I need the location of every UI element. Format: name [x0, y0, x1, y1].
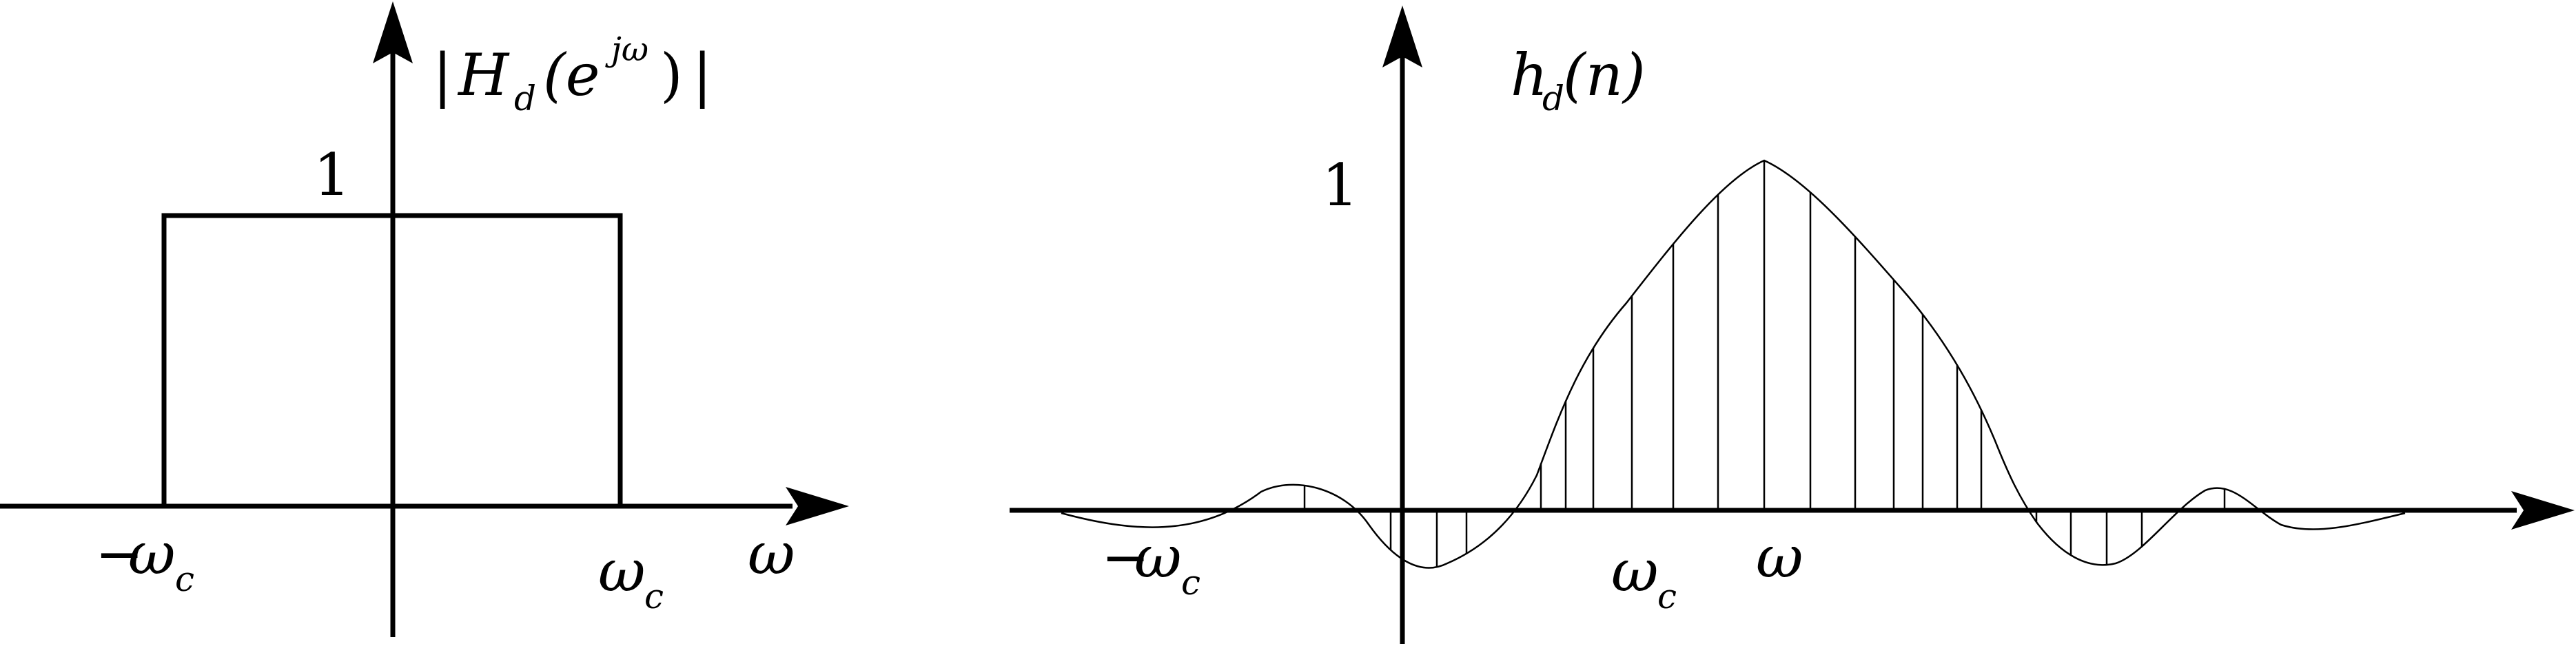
left-unity-label: 1	[314, 141, 350, 209]
left-y-label-bar-left: |	[433, 41, 452, 109]
left-neg-cutoff-omega: ω	[128, 520, 176, 587]
ideal-frequency-response-panel: | H d (e jω ) | 1 − ω c ω c ω	[0, 1, 849, 637]
right-y-axis-arrow	[1382, 6, 1422, 67]
right-neg-cutoff-minus: −	[1101, 523, 1149, 591]
right-y-label-h: h	[1511, 41, 1548, 109]
right-y-label-arg: (n)	[1563, 41, 1646, 109]
left-y-label-sub-d: d	[514, 79, 536, 118]
impulse-stems	[1303, 160, 2226, 567]
sinc-envelope-curve	[1061, 159, 2406, 569]
right-neg-cutoff-sub: c	[1181, 563, 1200, 603]
right-unity-label: 1	[1322, 152, 1358, 219]
left-pos-cutoff-sub: c	[644, 576, 664, 616]
left-x-label: ω	[748, 520, 795, 587]
left-y-label-open: (e	[543, 41, 600, 109]
left-y-label-sup: jω	[605, 30, 648, 69]
right-neg-cutoff-omega: ω	[1134, 523, 1182, 591]
left-y-axis-arrow	[373, 1, 413, 63]
left-y-label-H: H	[457, 41, 510, 109]
right-pos-cutoff-sub: c	[1657, 576, 1677, 616]
right-x-axis-arrow	[2511, 491, 2575, 530]
left-neg-cutoff-sub: c	[175, 559, 194, 599]
left-neg-cutoff-minus: −	[95, 520, 143, 587]
left-x-axis-arrow	[786, 487, 849, 525]
right-pos-cutoff-omega: ω	[1611, 537, 1659, 605]
ideal-impulse-response-panel: h d (n) 1 − ω c ω c ω	[1010, 6, 2575, 644]
ideal-lowpass-magnitude	[161, 213, 623, 506]
left-pos-cutoff-omega: ω	[598, 537, 646, 605]
right-x-label: ω	[1756, 523, 1803, 591]
right-y-label-sub-d: d	[1542, 79, 1564, 118]
left-y-label-close: )	[660, 41, 683, 109]
left-y-label-bar-right: |	[693, 41, 712, 109]
